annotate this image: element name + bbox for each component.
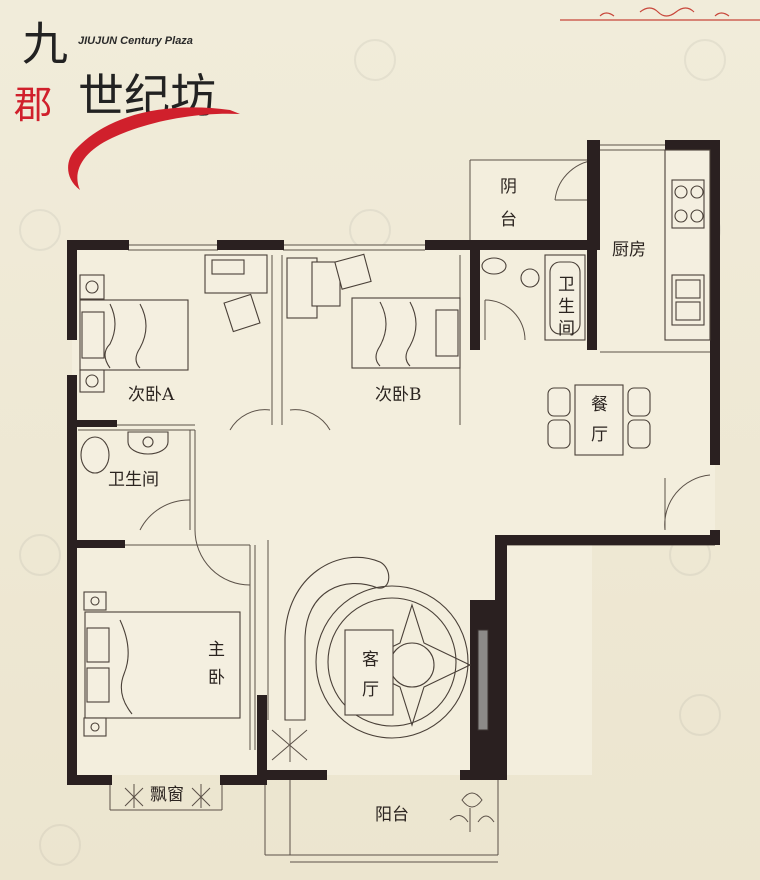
label-bath-main: 卫生间 (108, 470, 159, 490)
kitchen-counter (664, 149, 711, 341)
bay-window-plants (124, 784, 211, 808)
label-living-1: 客 (362, 650, 379, 670)
logo-char-top: 九 (22, 17, 68, 71)
walls (67, 140, 720, 785)
label-bath-small-1: 卫 (558, 275, 575, 295)
logo-english: JIUJUN Century Plaza (78, 35, 193, 47)
logo-char-red: 郡 (14, 83, 52, 127)
tv-cabinet (477, 629, 489, 731)
label-bedroom-a: 次卧A (128, 385, 175, 405)
logo: 九 郡 世纪坊 JIUJUN Century Plaza (14, 17, 241, 190)
label-yintai-1: 阴 (500, 177, 517, 197)
main-bath-fixtures (80, 431, 169, 474)
balcony-plant (449, 792, 495, 832)
label-bath-small-2: 生 (558, 297, 575, 317)
bedroom-a-furniture (79, 254, 268, 393)
label-kitchen: 厨房 (612, 240, 646, 260)
living-room-furniture (271, 556, 472, 762)
logo-swoosh (68, 107, 241, 190)
label-balcony: 阳台 (375, 805, 409, 825)
label-yintai-2: 台 (500, 210, 517, 230)
label-bay-window: 飘窗 (150, 785, 184, 805)
label-dining-2: 厅 (591, 425, 608, 445)
label-bath-small-3: 间 (558, 319, 575, 339)
top-ornament (560, 7, 760, 21)
label-master-2: 卧 (208, 668, 225, 688)
master-bedroom-furniture (83, 591, 241, 737)
bedroom-b-furniture (286, 253, 461, 369)
dining-table (547, 384, 651, 456)
label-dining-1: 餐 (591, 395, 608, 415)
label-living-2: 厅 (362, 680, 379, 700)
small-bath-fixtures (481, 254, 586, 341)
label-bedroom-b: 次卧B (375, 385, 422, 405)
label-master-1: 主 (208, 640, 225, 660)
